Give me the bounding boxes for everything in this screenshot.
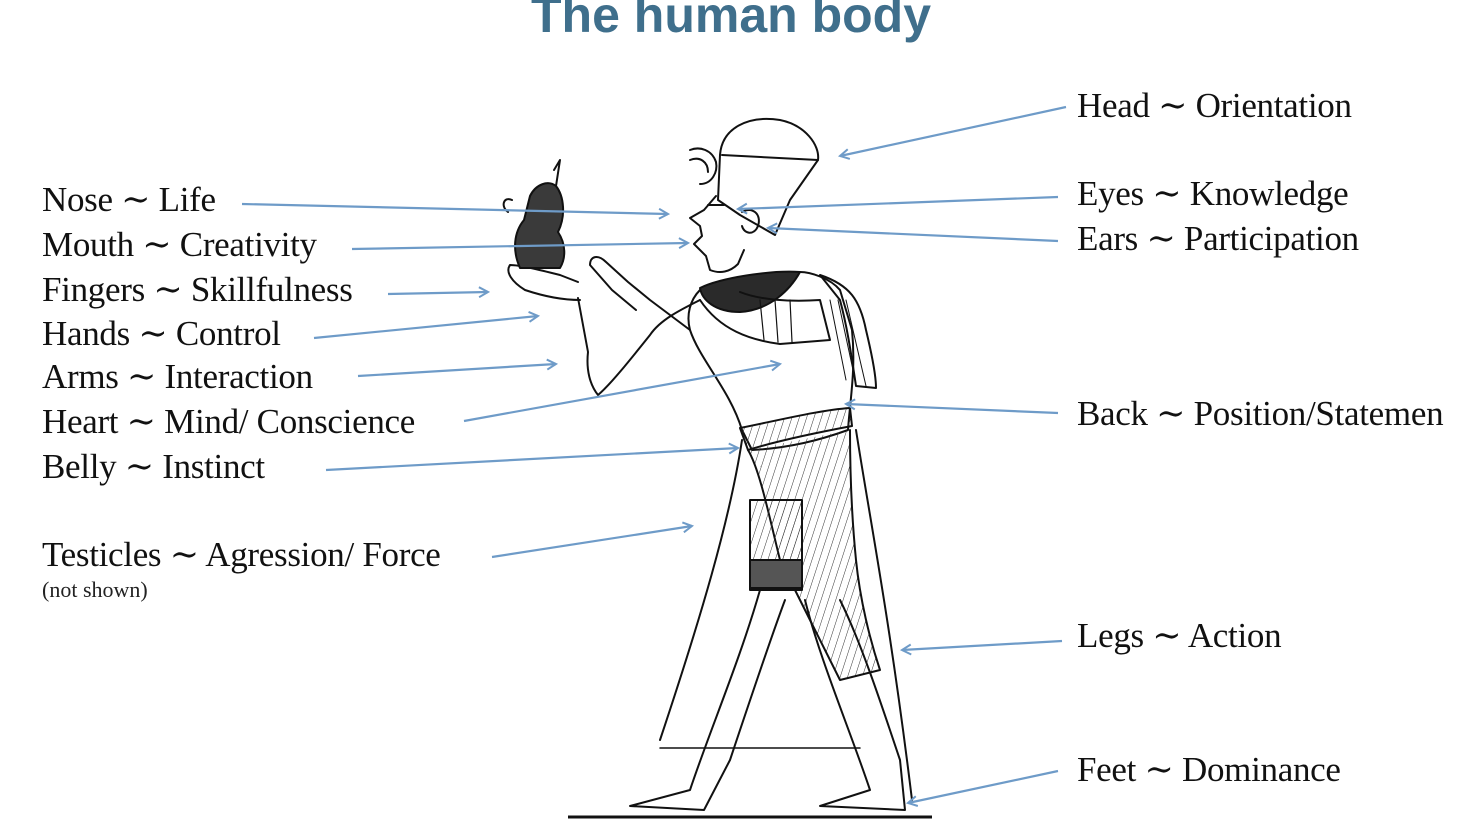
label-belly: Belly ∼ Instinct [42, 447, 265, 486]
label-fingers: Fingers ∼ Skillfulness [42, 270, 353, 309]
cape [819, 274, 877, 389]
raised-arm-back [577, 297, 701, 396]
offering-object [514, 182, 566, 269]
front-arm [699, 291, 831, 345]
arrow-belly [325, 448, 738, 472]
pointer-arrows [241, 105, 1067, 803]
label-ears: Ears ∼ Participation [1077, 219, 1359, 258]
offering-hand [507, 264, 581, 301]
arrow-head [840, 105, 1067, 156]
arrow-feet [908, 769, 1059, 803]
collar [699, 270, 801, 313]
face [689, 195, 745, 273]
label-back: Back ∼ Position/Statemen [1077, 394, 1444, 433]
label-head: Head ∼ Orientation [1077, 86, 1352, 125]
robe-front [659, 439, 743, 741]
arrow-ears [768, 228, 1059, 243]
arrow-arms [357, 364, 556, 378]
arrow-legs [902, 639, 1063, 650]
arrow-mouth [351, 243, 688, 251]
label-testicles-note: (not shown) [42, 577, 148, 602]
label-feet: Feet ∼ Dominance [1077, 750, 1341, 789]
label-heart: Heart ∼ Mind/ Conscience [42, 402, 415, 441]
diagram-title: The human body [531, 0, 931, 43]
label-legs: Legs ∼ Action [1077, 616, 1282, 655]
label-arms: Arms ∼ Interaction [42, 357, 313, 396]
front-leg [629, 589, 786, 811]
label-hands: Hands ∼ Control [42, 314, 281, 353]
arrow-nose [241, 202, 668, 214]
belt [739, 407, 853, 451]
label-nose: Nose ∼ Life [42, 180, 216, 219]
back-leg [804, 599, 906, 811]
robe-back [855, 429, 913, 801]
pharaoh-figure [502, 118, 913, 811]
label-mouth: Mouth ∼ Creativity [42, 225, 317, 264]
label-testicles: Testicles ∼ Agression/ Force [42, 535, 441, 574]
ear [741, 208, 760, 234]
arrow-heart [463, 364, 780, 423]
arrow-eyes [738, 195, 1059, 209]
arrow-hands [313, 316, 538, 340]
arrow-fingers [387, 292, 488, 294]
label-eyes: Eyes ∼ Knowledge [1077, 174, 1349, 213]
crown [717, 118, 820, 236]
arrow-back [846, 404, 1059, 415]
arrow-testicles [491, 526, 692, 559]
